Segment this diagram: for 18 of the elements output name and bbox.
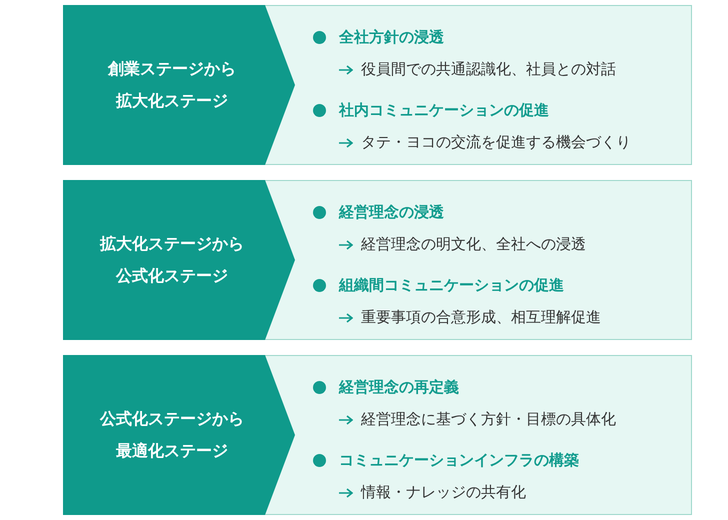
content-panel [63,355,692,515]
stage-label: 公式化ステージから最適化ステージ [98,408,245,462]
detail-text: タテ・ヨコの交流を促進する機会づくり [361,133,631,152]
heading-text: 経営理念の浸透 [339,203,444,222]
heading-text: コミュニケーションインフラの構築 [339,451,579,470]
heading-text: 全社方針の浸透 [339,28,444,47]
detail-text: 情報・ナレッジの共有化 [361,483,526,502]
content-panel [63,180,692,340]
content-panel [63,5,692,165]
detail-text: 役員間での共通認識化、社員との対話 [361,60,616,79]
heading-text: 経営理念の再定義 [339,378,459,397]
detail-text: 重要事項の合意形成、相互理解促進 [361,308,601,327]
detail-text: 経営理念の明文化、全社への浸透 [361,235,586,254]
heading-text: 組織間コミュニケーションの促進 [339,276,564,295]
heading-text: 社内コミュニケーションの促進 [339,101,549,120]
stage-label: 拡大化ステージから公式化ステージ [98,233,245,287]
detail-text: 経営理念に基づく方針・目標の具体化 [361,410,616,429]
stage-label: 創業ステージから拡大化ステージ [106,58,237,112]
